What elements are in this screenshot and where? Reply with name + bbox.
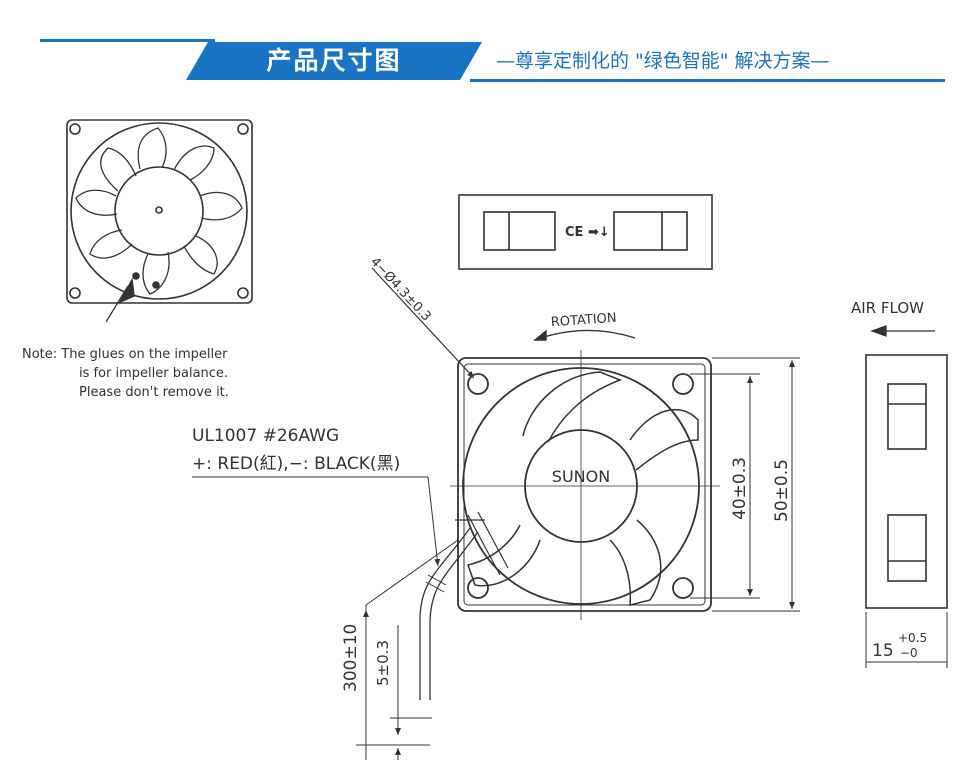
wire-spec-line2: +: RED(紅),−: BLACK(黑) [192,454,400,474]
hole-spacing-value: 40±0.3 [730,457,750,520]
fan-side-view [865,354,948,668]
wire-spec-line1: UL1007 #26AWG [192,426,339,446]
wire-leads [419,527,479,700]
note-text-line3: Please don't remove it. [79,385,229,400]
fan-back-view [66,119,253,323]
fan-brand: SUNON [552,467,610,486]
strip-length-dimension [390,625,432,760]
page-header: 产品尺寸图 —尊享定制化的 "绿色智能" 解决方案— [0,0,980,100]
airflow-arrow [870,325,935,337]
frame-size-dimension [712,357,800,612]
header-title-band [186,42,482,80]
rotation-arrow [533,329,636,341]
wire-spec-leader-diag [427,476,441,567]
frame-size-value: 50±0.5 [772,459,792,522]
rotation-label: ROTATION [550,311,617,331]
hole-spec-leader [371,267,475,379]
lead-length-dimension [356,539,459,760]
thickness-lower-tol: −0 [900,646,918,660]
header-rule-right [470,79,945,82]
fan-front-view [450,350,720,620]
fan-label-view [458,194,713,270]
page-slogan: —尊享定制化的 "绿色智能" 解决方案— [496,50,830,72]
strip-length-value: 5±0.3 [374,640,392,686]
hole-spacing-dimension [690,373,760,599]
thickness-base: 15 [872,641,894,661]
thickness-upper-tol: +0.5 [898,631,927,645]
hole-spec: 4−Ø4.3±0.3 [367,254,434,324]
header-rule-left [40,39,215,42]
page-title: 产品尺寸图 [266,46,402,75]
note-text-line2: is for impeller balance. [79,366,228,381]
note-text-line1: Note: The glues on the impeller [22,347,228,362]
certification-symbols: CE ➡↓ [565,225,610,240]
lead-length-value: 300±10 [341,624,361,692]
airflow-label: AIR FLOW [851,299,924,317]
